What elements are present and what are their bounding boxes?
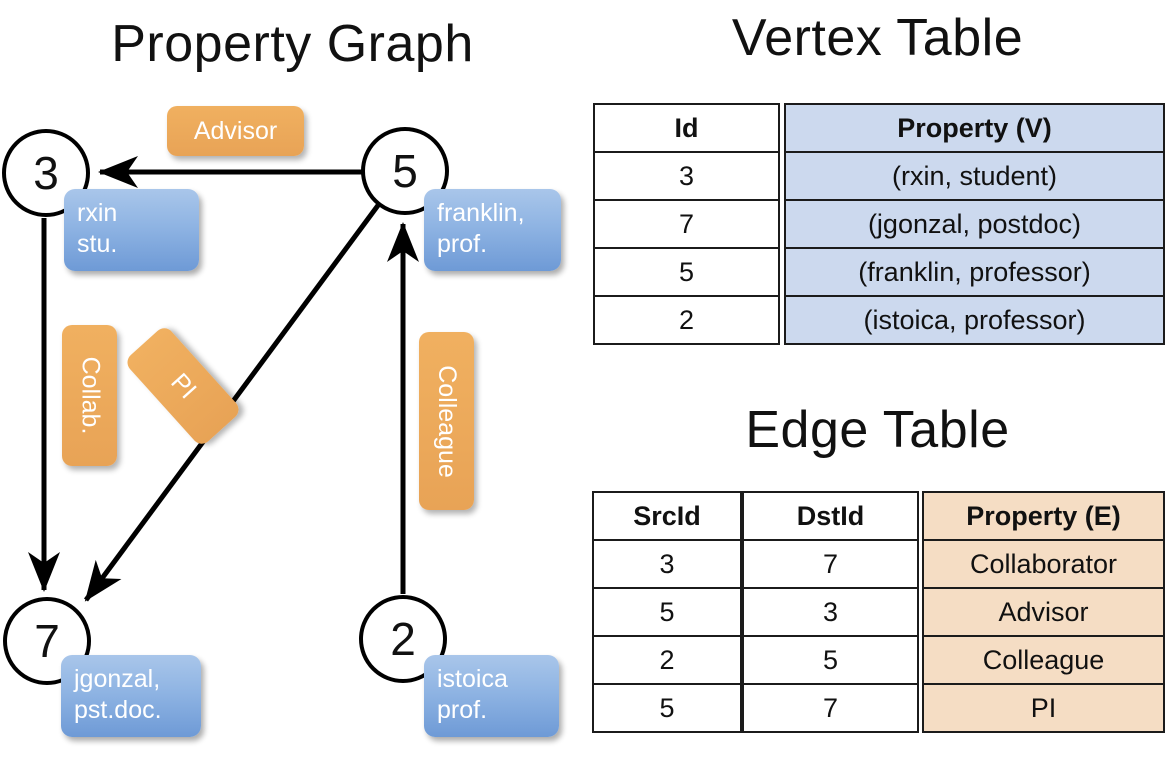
table-row: (jgonzal, postdoc) xyxy=(784,199,1165,249)
vertex-table-header-id: Id xyxy=(593,103,780,153)
node-property-istoica-line1: istoica xyxy=(437,665,508,693)
edge-table-srcid-column: SrcId 3 5 2 5 xyxy=(592,491,742,733)
page-title-property-graph: Property Graph xyxy=(111,15,474,73)
node-property-box-rxin: rxin stu. xyxy=(64,189,199,271)
vertex-property-cell: (jgonzal, postdoc) xyxy=(784,199,1165,249)
edge-srcid-cell: 2 xyxy=(592,635,742,685)
table-row: PI xyxy=(922,683,1165,733)
edge-label-advisor: Advisor xyxy=(167,106,304,156)
page-title-vertex-table: Vertex Table xyxy=(731,9,1024,67)
edge-label-advisor-text: Advisor xyxy=(193,116,278,145)
edge-srcid-cell: 3 xyxy=(592,539,742,589)
table-row: Advisor xyxy=(922,587,1165,637)
table-row: (franklin, professor) xyxy=(784,247,1165,297)
edge-table-header-property: Property (E) xyxy=(922,491,1165,541)
table-row: 3 xyxy=(593,151,780,201)
table-header-row: Id xyxy=(593,103,780,153)
table-header-row: SrcId xyxy=(592,491,742,541)
vertex-property-cell: (istoica, professor) xyxy=(784,295,1165,345)
edge-table-dstid-column: DstId 7 3 5 7 xyxy=(742,491,919,733)
edge-property-cell: Collaborator xyxy=(922,539,1165,589)
graph-node-2-label: 2 xyxy=(390,613,416,665)
edge-property-cell: Advisor xyxy=(922,587,1165,637)
edge-table-header-dstid: DstId xyxy=(742,491,919,541)
edge-dstid-cell: 7 xyxy=(742,539,919,589)
edge-label-collab: Collab. xyxy=(62,325,117,466)
edge-property-cell: Colleague xyxy=(922,635,1165,685)
edge-srcid-cell: 5 xyxy=(592,587,742,637)
table-row: 5 xyxy=(593,247,780,297)
table-row: 2 xyxy=(592,635,742,685)
vertex-table-header-property: Property (V) xyxy=(784,103,1165,153)
node-property-rxin-line2: stu. xyxy=(77,229,118,258)
table-row: Colleague xyxy=(922,635,1165,685)
edge-table-property-column: Property (E) Collaborator Advisor Collea… xyxy=(922,491,1165,733)
table-row: Collaborator xyxy=(922,539,1165,589)
edge-dstid-cell: 7 xyxy=(742,683,919,733)
graph-node-2[interactable]: 2 xyxy=(359,595,447,683)
edge-property-cell: PI xyxy=(922,683,1165,733)
node-property-rxin-line1: rxin xyxy=(77,199,118,227)
property-graph-diagram: Advisor Collab. PI Colleague 3 5 7 2 rxi… xyxy=(2,106,561,737)
node-property-franklin-line1: franklin, xyxy=(437,199,525,227)
node-property-franklin-line2: prof. xyxy=(437,229,488,258)
node-property-box-istoica: istoica prof. xyxy=(424,655,559,737)
vertex-id-cell: 3 xyxy=(593,151,780,201)
vertex-id-cell: 7 xyxy=(593,199,780,249)
table-row: (rxin, student) xyxy=(784,151,1165,201)
edge-srcid-cell: 5 xyxy=(592,683,742,733)
page-title-edge-table: Edge Table xyxy=(745,401,1010,459)
table-row: 7 xyxy=(742,683,919,733)
table-header-row: Property (E) xyxy=(922,491,1165,541)
node-property-istoica-line2: prof. xyxy=(437,695,488,724)
edge-label-collab-text: Collab. xyxy=(76,356,105,435)
node-property-box-jgonzal: jgonzal, pst.doc. xyxy=(61,655,201,737)
graph-node-5-label: 5 xyxy=(392,145,418,197)
graph-node-3-label: 3 xyxy=(33,147,59,199)
table-row: (istoica, professor) xyxy=(784,295,1165,345)
node-property-jgonzal-line2: pst.doc. xyxy=(74,695,162,724)
edge-label-colleague: Colleague xyxy=(419,332,474,510)
node-property-jgonzal-line1: jgonzal, xyxy=(74,665,161,693)
table-row: 2 xyxy=(593,295,780,345)
edge-label-pi-text: PI xyxy=(165,367,202,404)
table-row: 5 xyxy=(592,683,742,733)
table-header-row: Property (V) xyxy=(784,103,1165,153)
edge-dstid-cell: 3 xyxy=(742,587,919,637)
table-row: 5 xyxy=(742,635,919,685)
graph-node-7-label: 7 xyxy=(34,615,60,667)
edge-table-header-srcid: SrcId xyxy=(592,491,742,541)
table-row: 3 xyxy=(592,539,742,589)
vertex-id-cell: 2 xyxy=(593,295,780,345)
vertex-property-cell: (rxin, student) xyxy=(784,151,1165,201)
table-row: 7 xyxy=(742,539,919,589)
table-row: 3 xyxy=(742,587,919,637)
edge-dstid-cell: 5 xyxy=(742,635,919,685)
vertex-table-id-column: Id 3 7 5 2 xyxy=(593,103,780,345)
vertex-id-cell: 5 xyxy=(593,247,780,297)
table-row: 7 xyxy=(593,199,780,249)
table-row: 5 xyxy=(592,587,742,637)
graph-node-5[interactable]: 5 xyxy=(361,127,449,215)
edge-label-colleague-text: Colleague xyxy=(433,364,461,478)
table-header-row: DstId xyxy=(742,491,919,541)
node-property-box-franklin: franklin, prof. xyxy=(424,189,561,271)
vertex-table-property-column: Property (V) (rxin, student) (jgonzal, p… xyxy=(784,103,1165,345)
vertex-property-cell: (franklin, professor) xyxy=(784,247,1165,297)
